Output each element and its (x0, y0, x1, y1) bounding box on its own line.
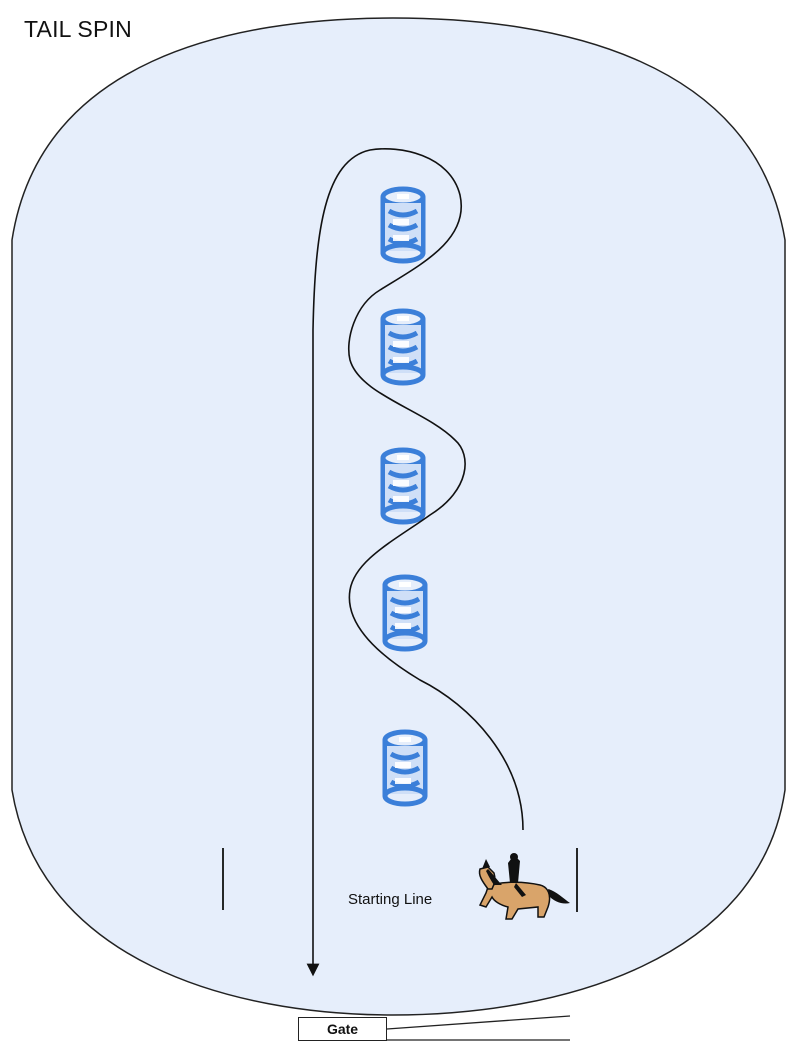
gate-line-top (387, 1016, 570, 1029)
arena-outline (12, 18, 785, 1015)
gate-box: Gate (298, 1017, 387, 1041)
starting-line-label: Starting Line (348, 891, 432, 908)
gate-label: Gate (327, 1021, 358, 1037)
diagram-title: TAIL SPIN (24, 16, 132, 43)
